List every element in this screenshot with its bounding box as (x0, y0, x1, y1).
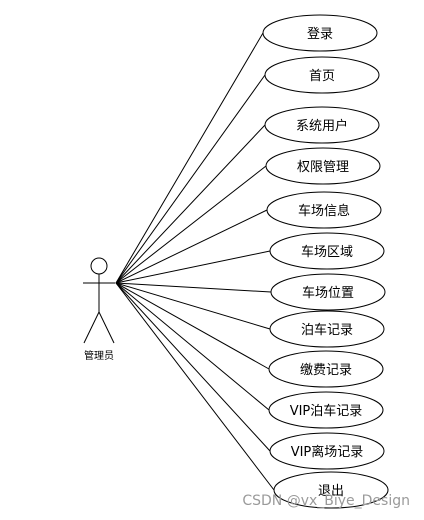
actor-label: 管理员 (84, 349, 114, 362)
use-case-label: 登录 (307, 27, 333, 42)
use-case-ellipse (262, 14, 378, 52)
use-case-home: 首页 (264, 56, 380, 94)
use-case-ellipse (273, 471, 389, 509)
use-case-lot-info: 车场信息 (266, 191, 382, 229)
association-line-vip-exit-records (115, 282, 271, 452)
use-case-label: 泊车记录 (301, 322, 353, 338)
use-case-label: 车场信息 (298, 203, 350, 219)
use-case-payment-records: 缴费记录 (268, 350, 384, 388)
use-case-label: VIP离场记录 (291, 444, 364, 460)
use-case-label: 系统用户 (296, 118, 348, 134)
association-line-payment-records (115, 282, 270, 370)
use-case-ellipse (269, 432, 385, 470)
actor: 管理员 (83, 257, 115, 362)
association-line-lot-location (115, 282, 272, 293)
association-line-vip-parking-records (115, 282, 270, 411)
use-case-label: 权限管理 (297, 159, 349, 175)
association-line-system-users (115, 124, 266, 284)
use-case-vip-parking-records: VIP泊车记录 (268, 391, 384, 429)
use-case-ellipse (268, 391, 384, 429)
use-case-label: 首页 (309, 69, 335, 84)
use-case-parking-records: 泊车记录 (269, 310, 385, 348)
use-case-ellipse (264, 106, 380, 144)
use-case-ellipse (269, 232, 385, 270)
use-case-ellipse (269, 310, 385, 348)
use-case-label: 车场位置 (302, 285, 354, 301)
use-case-permissions: 权限管理 (265, 147, 381, 185)
association-lines (115, 32, 275, 491)
use-case-label: VIP泊车记录 (290, 403, 363, 419)
association-line-parking-records (115, 282, 271, 330)
watermark: CSDN @vx_Biye_Design (242, 493, 410, 509)
association-line-home (115, 74, 266, 284)
use-case-label: 缴费记录 (300, 363, 352, 378)
association-line-lot-info (115, 209, 268, 284)
use-case-vip-exit-records: VIP离场记录 (269, 432, 385, 470)
association-line-permissions (115, 165, 267, 284)
use-case-ellipse (268, 350, 384, 388)
use-case-system-users: 系统用户 (264, 106, 380, 144)
use-case-label: 车场区域 (301, 244, 353, 260)
use-case-label: 退出 (318, 484, 344, 499)
actor-right-leg (98, 311, 115, 344)
use-case-ellipse (264, 56, 380, 94)
use-case-ellipse (265, 147, 381, 185)
stick-figure-icon (83, 257, 115, 344)
use-case-login: 登录 (262, 14, 378, 52)
association-line-lot-area (115, 250, 271, 284)
actor-head (90, 257, 108, 275)
use-case-lot-location: 车场位置 (270, 273, 386, 311)
actor-left-leg (83, 311, 100, 344)
use-case-ellipse (270, 273, 386, 311)
use-case-ellipse (266, 191, 382, 229)
association-line-logout (115, 282, 275, 491)
use-case-logout: 退出 (273, 471, 389, 509)
use-case-lot-area: 车场区域 (269, 232, 385, 270)
association-line-login (115, 32, 264, 284)
